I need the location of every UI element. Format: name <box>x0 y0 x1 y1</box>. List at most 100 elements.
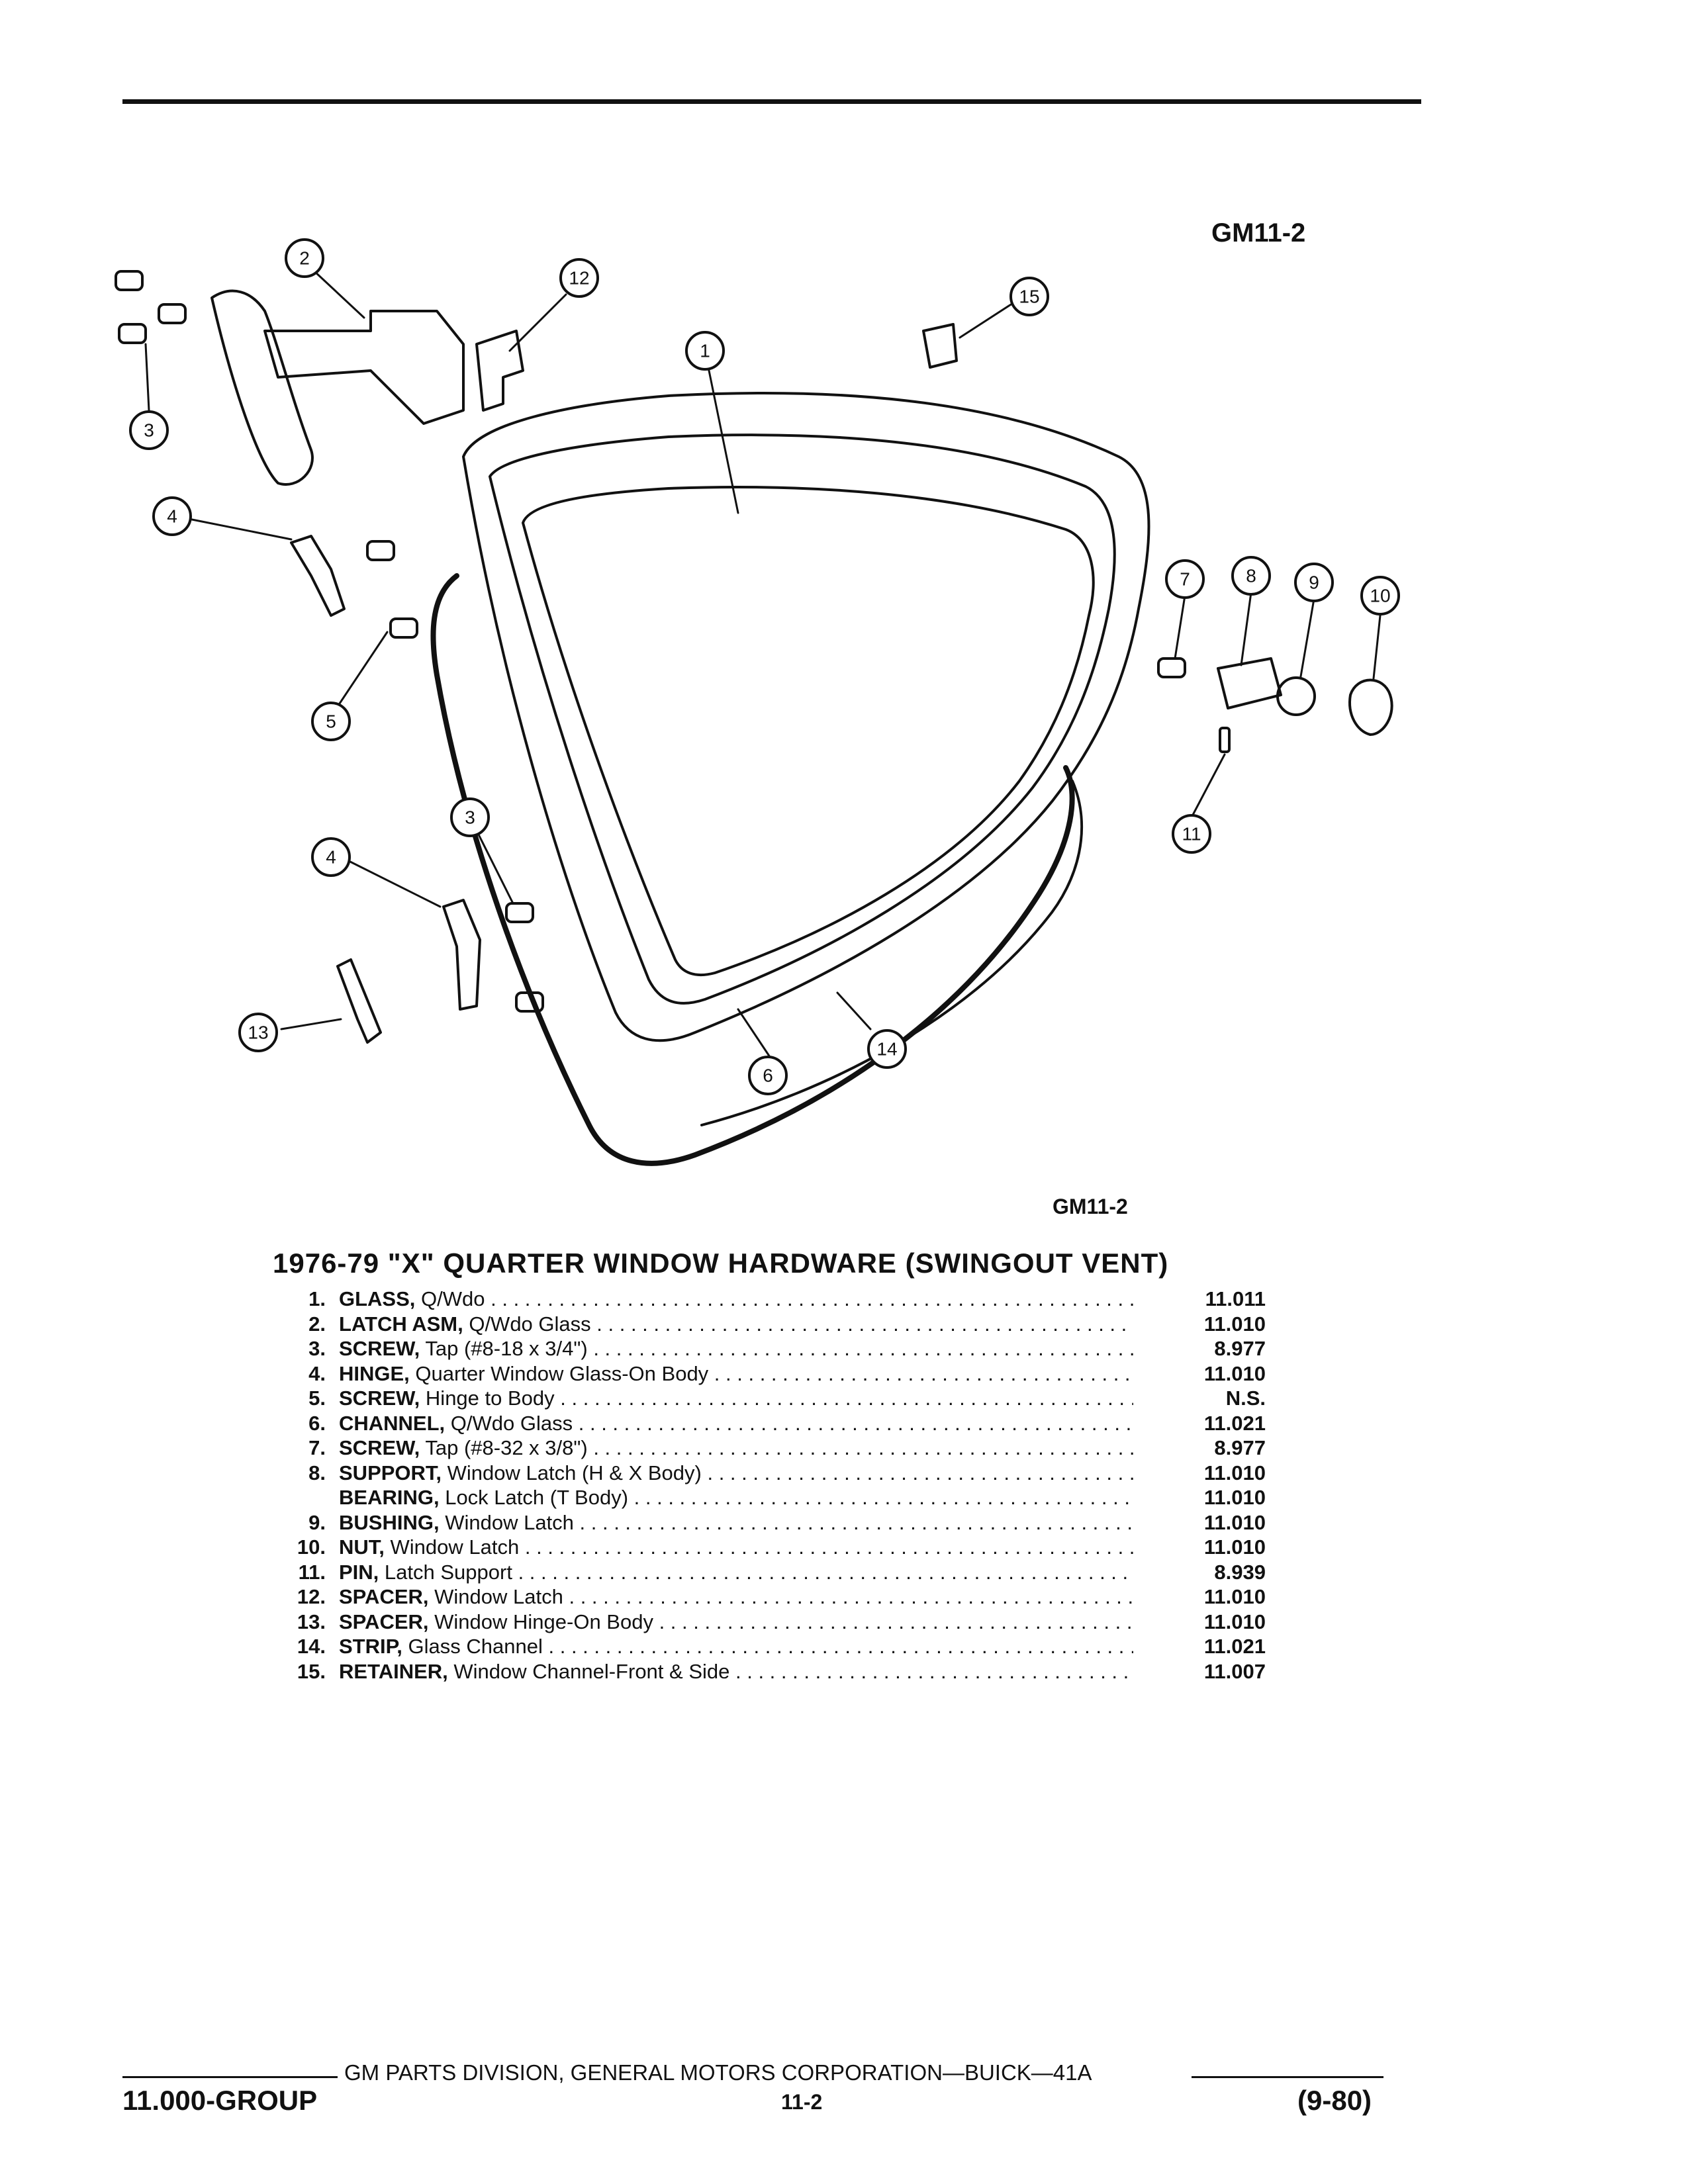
spacer-13 <box>336 958 382 1044</box>
parts-row: BEARING, Lock Latch (T Body)11.010 <box>273 1486 1266 1511</box>
parts-row: 13.SPACER, Window Hinge-On Body11.010 <box>273 1610 1266 1635</box>
callout-15: 15 <box>1009 277 1049 316</box>
part-number: 9. <box>308 1510 326 1534</box>
latch-support-8 <box>1217 657 1282 709</box>
part-number: 1. <box>308 1287 326 1310</box>
hinge-upper <box>290 535 346 617</box>
part-number: 12. <box>297 1585 326 1608</box>
callout-2: 2 <box>285 238 324 278</box>
latch-nut-10 <box>1348 678 1393 736</box>
svg-text:5: 5 <box>326 711 336 732</box>
leader-lines <box>144 270 1382 1060</box>
part-description: Q/Wdo <box>421 1287 485 1310</box>
part-name: BEARING, <box>339 1486 440 1509</box>
group-number: 8.977 <box>1214 1436 1266 1459</box>
part-description: Window Latch <box>445 1510 574 1534</box>
part-number: 3. <box>308 1337 326 1360</box>
parts-row: 15.RETAINER, Window Channel-Front & Side… <box>273 1660 1266 1685</box>
footer-rule-left <box>122 2076 338 2078</box>
parts-row: 4. HINGE, Quarter Window Glass-On Body 11.… <box>273 1362 1266 1387</box>
parts-row: 6. CHANNEL, Q/Wdo Glass 11.021 <box>273 1412 1266 1437</box>
part-description: Tap (#8-18 x 3/4") <box>425 1337 588 1360</box>
svg-text:12: 12 <box>569 268 589 289</box>
group-number: 11.011 <box>1205 1287 1266 1310</box>
callout-3: 3 <box>129 410 169 450</box>
part-name: SCREW, <box>339 1436 420 1459</box>
group-number: 8.977 <box>1214 1337 1266 1360</box>
part-number: 8. <box>308 1461 326 1484</box>
footer-division: GM PARTS DIVISION, GENERAL MOTORS CORPOR… <box>344 2060 1092 2085</box>
group-number: 11.010 <box>1203 1585 1266 1608</box>
part-name: CHANNEL, <box>339 1411 445 1435</box>
group-number: 11.021 <box>1203 1411 1266 1435</box>
group-number: 11.010 <box>1203 1361 1266 1385</box>
parts-row: 2.LATCH ASM, Q/Wdo Glass11.010 <box>273 1312 1266 1338</box>
group-number: 11.021 <box>1203 1635 1266 1658</box>
svg-text:3: 3 <box>144 420 154 441</box>
latch-pin-11 <box>1219 727 1231 753</box>
group-number: 11.007 <box>1203 1659 1266 1683</box>
part-description: Window Latch <box>390 1535 520 1559</box>
part-name: HINGE, <box>339 1361 410 1385</box>
svg-text:7: 7 <box>1180 569 1190 590</box>
part-description: Quarter Window Glass-On Body <box>415 1361 709 1385</box>
figure-code-top: GM11-2 <box>1211 218 1306 248</box>
hinge-lower <box>442 899 481 1011</box>
svg-text:6: 6 <box>763 1066 773 1086</box>
part-description: Q/Wdo Glass <box>450 1411 573 1435</box>
svg-text:14: 14 <box>876 1039 897 1060</box>
part-number: 2. <box>308 1312 326 1336</box>
part-number: 5. <box>308 1387 326 1410</box>
parts-row: 3.SCREW, Tap (#8-18 x 3/4")8.977 <box>273 1337 1266 1362</box>
part-name: SCREW, <box>339 1387 420 1410</box>
part-name: NUT, <box>339 1535 385 1559</box>
svg-text:4: 4 <box>167 506 177 527</box>
parts-row: 10.NUT, Window Latch11.010 <box>273 1535 1266 1561</box>
group-number: 11.010 <box>1203 1312 1266 1336</box>
part-description: Glass Channel <box>408 1635 543 1658</box>
part-description: Tap (#8-32 x 3/8") <box>425 1436 588 1459</box>
parts-row: 5.SCREW, Hinge to BodyN.S. <box>273 1387 1266 1412</box>
parts-list: 1. GLASS, Q/Wdo 11.011 2.LATCH ASM, Q/Wdo … <box>273 1287 1266 1684</box>
spacer-12 <box>475 330 524 412</box>
callout-5: 5 <box>311 702 351 741</box>
callout-1: 1 <box>685 331 725 371</box>
callout-9: 9 <box>1294 563 1334 602</box>
part-description: Latch Support <box>384 1560 512 1584</box>
part-description: Window Hinge-On Body <box>434 1610 653 1633</box>
svg-text:2: 2 <box>299 248 310 269</box>
parts-row: 12. SPACER, Window Latch 11.010 <box>273 1585 1266 1610</box>
parts-row: 14. STRIP, Glass Channel 11.021 <box>273 1635 1266 1660</box>
callout-4b: 4 <box>311 837 351 877</box>
latch-arm <box>211 289 314 486</box>
callout-6: 6 <box>748 1056 788 1095</box>
svg-text:11: 11 <box>1182 824 1201 844</box>
part-name: SPACER, <box>339 1585 429 1608</box>
part-number: 14. <box>297 1635 326 1658</box>
callout-12: 12 <box>559 258 599 298</box>
part-number: 15. <box>297 1659 326 1683</box>
group-number: 11.010 <box>1203 1510 1266 1534</box>
callout-3b: 3 <box>450 797 490 837</box>
part-number: 13. <box>297 1610 326 1633</box>
svg-text:1: 1 <box>700 341 710 361</box>
part-description: Window Latch <box>434 1585 563 1608</box>
window-lower-panel <box>700 780 1084 1126</box>
group-number: 11.010 <box>1203 1461 1266 1484</box>
part-name: SUPPORT, <box>339 1461 442 1484</box>
part-number: 4. <box>308 1361 326 1385</box>
part-name: GLASS, <box>339 1287 416 1310</box>
group-number: 8.939 <box>1214 1560 1266 1584</box>
window-frame-inner <box>489 433 1116 1005</box>
parts-row: 8.SUPPORT, Window Latch (H & X Body)11.0… <box>273 1461 1266 1486</box>
part-number: 6. <box>308 1411 326 1435</box>
svg-text:15: 15 <box>1019 287 1039 307</box>
part-description: Window Channel-Front & Side <box>453 1659 730 1683</box>
part-description: Lock Latch (T Body) <box>445 1486 629 1509</box>
footer-date: (9-80) <box>1297 2085 1372 2116</box>
footer-rule-right <box>1192 2076 1383 2078</box>
part-name: STRIP, <box>339 1635 402 1658</box>
section-title: 1976-79 "X" QUARTER WINDOW HARDWARE (SWI… <box>273 1248 1169 1279</box>
parts-row: 7.SCREW, Tap (#8-32 x 3/8")8.977 <box>273 1436 1266 1461</box>
